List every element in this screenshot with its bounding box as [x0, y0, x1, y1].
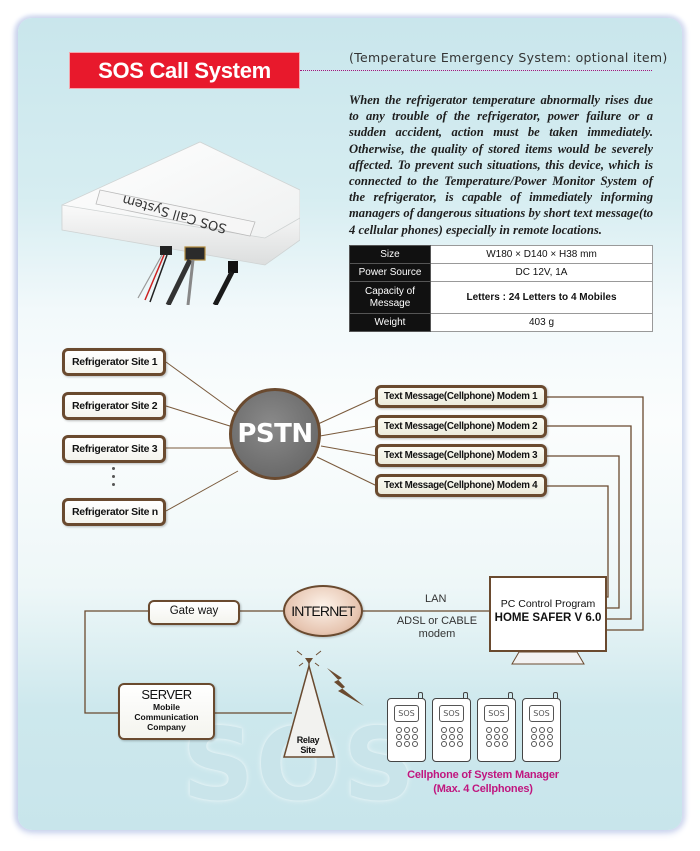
line-modem1-pc	[547, 396, 644, 631]
pstn-hub: PSTN	[229, 388, 321, 480]
modem-1: Text Message(Cellphone) Modem 1	[375, 385, 547, 408]
cellphone-icon: SOS	[522, 692, 561, 762]
spec-label: Capacity of Message	[349, 281, 431, 314]
pc-label-line2: HOME SAFER V 6.0	[494, 612, 602, 624]
adsl-label: ADSL or CABLE modem	[396, 615, 478, 640]
lan-label: LAN	[425, 593, 447, 605]
server-subtitle: Mobile Communication Company	[134, 702, 199, 732]
server-node: SERVER Mobile Communication Company	[118, 683, 215, 740]
spec-row: Power Source DC 12V, 1A	[349, 263, 653, 282]
cellphone-icon: SOS	[432, 692, 471, 762]
internet-globe: INTERNET	[283, 585, 363, 637]
title-divider	[300, 70, 652, 71]
page-title: SOS Call System	[69, 52, 300, 89]
line-pstn-modem3	[320, 445, 378, 457]
cellphone-icon: SOS	[387, 692, 426, 762]
sos-device-image: SOS Call System	[61, 141, 300, 305]
gateway-node: Gate way	[148, 600, 240, 625]
line-pstn-modem2	[319, 425, 378, 437]
refrigerator-site-3: Refrigerator Site 3	[62, 435, 166, 463]
spec-value: 403 g	[430, 313, 653, 332]
line-pstn-modem1	[317, 396, 378, 425]
line-site1-pstn	[165, 361, 240, 416]
line-siten-pstn	[165, 470, 239, 512]
cellphone-icon: SOS	[477, 692, 516, 762]
modem-4: Text Message(Cellphone) Modem 4	[375, 474, 547, 497]
server-title: SERVER	[141, 687, 192, 702]
line-modem2-pc	[547, 425, 632, 620]
monitor-stand	[511, 651, 585, 665]
caption-line1: Cellphone of System Manager	[407, 769, 559, 781]
cellphone-caption: Cellphone of System Manager (Max. 4 Cell…	[388, 768, 578, 796]
line-gateway-server	[84, 610, 148, 714]
line-modem3-pc	[547, 455, 620, 609]
refrigerator-site-n: Refrigerator Site n	[62, 498, 166, 526]
pc-control-program: PC Control Program HOME SAFER V 6.0	[489, 576, 607, 652]
spec-row: Weight 403 g	[349, 313, 653, 332]
spec-row: Size W180 × D140 × H38 mm	[349, 245, 653, 264]
refrigerator-site-2: Refrigerator Site 2	[62, 392, 166, 420]
lightning-bolt-icon	[327, 668, 364, 706]
relay-antenna-icon	[283, 650, 335, 758]
phone-screen: SOS	[394, 705, 419, 722]
device-label-plate	[95, 189, 256, 237]
phone-screen: SOS	[484, 705, 509, 722]
relay-site-label: Relay Site	[296, 735, 320, 755]
ellipsis-dots	[109, 467, 117, 491]
spec-row: Capacity of Message Letters : 24 Letters…	[349, 281, 653, 314]
spec-table: Size W180 × D140 × H38 mm Power Source D…	[349, 245, 653, 332]
modem-2: Text Message(Cellphone) Modem 2	[375, 415, 547, 438]
line-site2-pstn	[165, 405, 234, 428]
spec-label: Weight	[349, 313, 431, 332]
description-text: When the refrigerator temperature abnorm…	[349, 93, 653, 237]
spec-label: Size	[349, 245, 431, 264]
line-modem4-pc	[547, 485, 609, 598]
phone-screen: SOS	[439, 705, 464, 722]
spec-value: Letters : 24 Letters to 4 Mobiles	[430, 281, 653, 314]
cellphone-group: SOS SOS SOS SOS	[387, 692, 577, 762]
pc-label-line1: PC Control Program	[500, 598, 596, 610]
modem-3: Text Message(Cellphone) Modem 3	[375, 444, 547, 467]
line-pstn-modem4	[316, 456, 378, 487]
refrigerator-site-1: Refrigerator Site 1	[62, 348, 166, 376]
caption-line2: (Max. 4 Cellphones)	[433, 783, 533, 795]
phone-screen: SOS	[529, 705, 554, 722]
page-subtitle: (Temperature Emergency System: optional …	[349, 50, 668, 65]
